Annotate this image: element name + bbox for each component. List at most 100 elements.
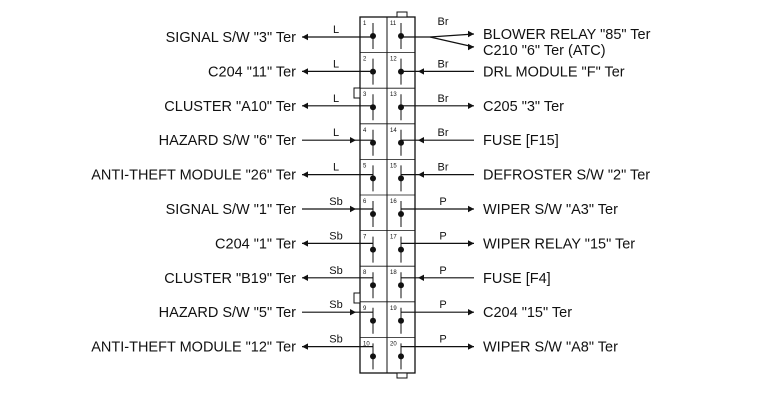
wire-color-code: P <box>439 230 446 242</box>
terminal-label: C205 "3" Ter <box>483 99 564 115</box>
terminal-label: BLOWER RELAY "85" Ter <box>483 27 651 43</box>
wire-color-code: Sb <box>329 299 342 311</box>
pin-number: 11 <box>390 21 397 27</box>
wire-color-code: Sb <box>329 230 342 242</box>
pin-dot <box>370 33 376 39</box>
arrow-incoming <box>418 68 424 75</box>
arrow-outgoing <box>302 274 308 281</box>
left-terminal-row: CLUSTER "A10" Ter L <box>164 93 373 115</box>
wire-branch <box>429 33 475 38</box>
pin-number: 19 <box>390 306 397 312</box>
arrow-outgoing <box>468 240 474 247</box>
connector-pin-left: 5 <box>363 163 376 192</box>
terminal-label: CLUSTER "B19" Ter <box>164 271 296 287</box>
pin-number: 15 <box>390 163 397 169</box>
right-terminal-row: P WIPER S/W "A3" Ter <box>401 196 618 218</box>
arrow-outgoing <box>468 102 474 109</box>
pin-number: 6 <box>363 199 367 205</box>
right-terminal-row: P WIPER RELAY "15" Ter <box>401 230 635 252</box>
pin-dot <box>398 104 404 111</box>
connector-pin-right: 20 <box>390 341 404 370</box>
terminal-label: WIPER S/W "A3" Ter <box>483 202 618 218</box>
wire-color-code: L <box>333 58 339 70</box>
pin-dot <box>398 353 404 360</box>
terminal-label: CLUSTER "A10" Ter <box>164 99 296 115</box>
terminal-label: WIPER S/W "A8" Ter <box>483 340 618 356</box>
pin-number: 17 <box>390 235 397 241</box>
wire-color-code: L <box>333 162 339 174</box>
pin-dot <box>398 317 404 324</box>
connector-pin-right: 14 <box>390 128 404 156</box>
left-terminal-row: ANTI-THEFT MODULE "26" Ter L <box>91 162 373 184</box>
connector-pin-right: 15 <box>390 163 404 192</box>
connector-top-lock-tab <box>396 11 408 18</box>
arrow-outgoing <box>468 343 474 350</box>
arrow-incoming <box>350 137 356 144</box>
wire-color-code: Br <box>438 58 449 70</box>
terminal-label: FUSE [F15] <box>483 133 559 149</box>
wire-color-code: L <box>333 127 339 139</box>
terminal-label: DRL MODULE "F" Ter <box>483 64 625 80</box>
connector-pin-right: 16 <box>390 199 404 227</box>
connector-pin-left: 4 <box>363 128 376 156</box>
connector-pin-left: 10 <box>363 341 376 370</box>
wire-color-code: L <box>333 93 339 105</box>
wire-color-code: P <box>439 196 446 208</box>
arrow-incoming <box>418 137 424 144</box>
wire-color-code: Br <box>438 16 449 28</box>
wire-color-code: Br <box>438 162 449 174</box>
arrow-outgoing <box>468 205 474 213</box>
wire-color-code: P <box>439 334 446 346</box>
pin-number: 1 <box>363 21 367 27</box>
terminal-label: HAZARD S/W "5" Ter <box>159 305 296 321</box>
pin-dot <box>398 211 404 217</box>
connector-side-key-upper <box>353 87 361 99</box>
wire-color-code: Br <box>438 127 449 139</box>
pin-number: 10 <box>363 341 370 347</box>
arrow-outgoing <box>468 30 474 38</box>
pin-number: 18 <box>390 270 397 276</box>
pin-dot <box>398 175 404 182</box>
pin-dot <box>370 104 376 111</box>
pin-number: 14 <box>390 128 397 134</box>
terminal-label: DEFROSTER S/W "2" Ter <box>483 168 650 184</box>
terminal-label: FUSE [F4] <box>483 271 551 287</box>
pin-number: 8 <box>363 270 367 276</box>
terminal-label: C204 "11" Ter <box>208 64 296 80</box>
pin-dot <box>398 282 404 289</box>
terminal-label: C204 "15" Ter <box>483 305 572 321</box>
wire-color-code: Sb <box>329 265 342 277</box>
arrow-incoming <box>350 205 356 213</box>
terminal-label: ANTI-THEFT MODULE "26" Ter <box>91 168 296 184</box>
wire-color-code: Sb <box>329 334 342 346</box>
arrow-outgoing <box>302 33 308 41</box>
left-terminal-row: HAZARD S/W "5" Ter Sb <box>159 299 373 321</box>
connector-pin-right: 17 <box>390 235 404 263</box>
pin-dot <box>370 175 376 182</box>
terminal-label: WIPER RELAY "15" Ter <box>483 236 635 252</box>
connector-bottom-lock-tab <box>396 372 408 379</box>
arrow-outgoing <box>302 68 308 75</box>
pin-dot <box>370 353 376 360</box>
terminal-label: C204 "1" Ter <box>215 236 296 252</box>
pin-number: 2 <box>363 57 367 63</box>
pin-dot <box>398 139 404 146</box>
wire-color-code: L <box>333 24 339 36</box>
arrow-outgoing <box>468 309 474 316</box>
wire-color-code: Br <box>438 93 449 105</box>
connector-side-key-lower <box>353 292 361 304</box>
connector-pin-left: 6 <box>363 199 376 227</box>
arrow-outgoing <box>302 240 308 247</box>
